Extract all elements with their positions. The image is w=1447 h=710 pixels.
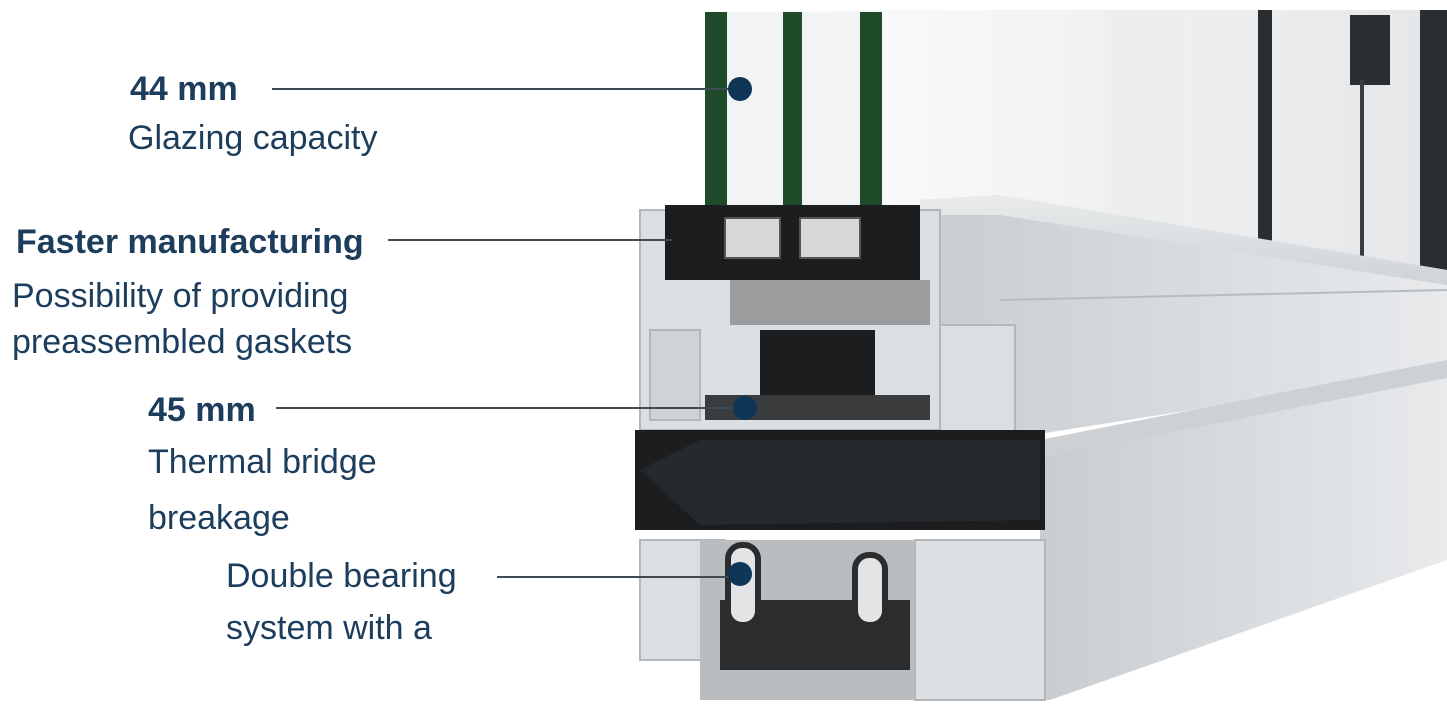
callout-manufacturing-caption-line2: preassembled gaskets bbox=[12, 323, 353, 361]
callout-thermal-value: 45 mm bbox=[148, 391, 256, 429]
callout-glazing-value: 44 mm bbox=[130, 70, 238, 108]
triple-glazing bbox=[705, 12, 882, 212]
dot-bearing bbox=[728, 562, 752, 586]
callout-bearing-caption-line2: system with a bbox=[226, 609, 432, 647]
upper-frame-extrusion bbox=[920, 195, 1447, 440]
dot-thermal bbox=[733, 396, 757, 420]
callout-leaders bbox=[272, 77, 757, 586]
callout-glazing-caption: Glazing capacity bbox=[128, 119, 378, 157]
callout-thermal-caption-line2: breakage bbox=[148, 499, 290, 537]
callout-manufacturing-caption-line1: Possibility of providing bbox=[12, 277, 349, 315]
callout-bearing-caption-line1: Double bearing bbox=[226, 557, 457, 595]
lower-frame-extrusion bbox=[1040, 360, 1447, 700]
callout-thermal-caption-line1: Thermal bridge bbox=[148, 443, 377, 481]
sash-cross-section bbox=[639, 205, 1016, 436]
frame-cross-section bbox=[635, 430, 1046, 701]
callout-manufacturing-title: Faster manufacturing bbox=[16, 223, 364, 261]
dot-glazing bbox=[728, 77, 752, 101]
